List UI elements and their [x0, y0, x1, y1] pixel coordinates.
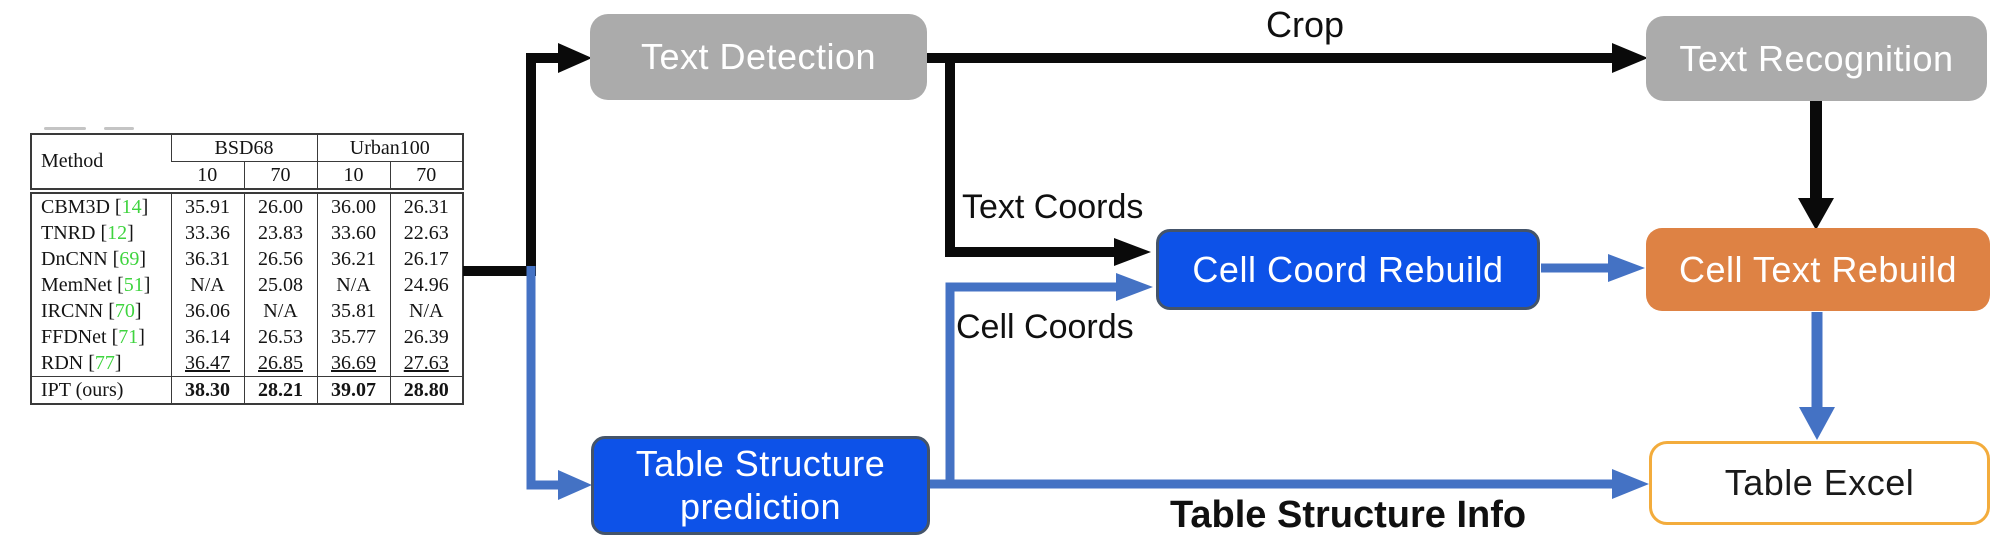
value-cell: 36.06	[170, 298, 244, 324]
value-cell: 35.81	[316, 298, 390, 324]
value-cell: 26.56	[243, 246, 317, 272]
method-cell: IRCNN [70]	[41, 299, 142, 322]
citation-ref: 69	[119, 247, 140, 270]
method-cell: FFDNet [71]	[41, 325, 145, 348]
value-cell: 36.21	[316, 246, 390, 272]
citation-ref: 70	[114, 299, 135, 322]
value-cell: 28.80	[389, 376, 463, 404]
value-cell: 26.39	[389, 324, 463, 350]
value-cell: 26.17	[389, 246, 463, 272]
arrow-table-to-structure-prediction	[526, 266, 592, 500]
method-cell: DnCNN [69]	[41, 247, 147, 270]
value-cell: N/A	[243, 298, 317, 324]
text-coords-edge-label: Text Coords	[962, 188, 1144, 226]
method-cell: TNRD [12]	[41, 221, 134, 244]
cell-coord-rebuild-label: Cell Coord Rebuild	[1192, 248, 1504, 290]
arrow-cell-coord-to-cell-text	[1541, 254, 1645, 282]
arrow-cell-text-to-table-excel	[1799, 312, 1835, 440]
value-cell: 26.53	[243, 324, 317, 350]
method-cell: RDN [77]	[41, 351, 122, 374]
table-header-row: Method BSD68 Urban100	[31, 134, 463, 194]
value-cell: 36.31	[170, 246, 244, 272]
crop-artifact	[44, 127, 86, 130]
arrow-crop	[925, 43, 1648, 73]
value-cell: 39.07	[316, 376, 390, 404]
value-cell: N/A	[389, 298, 463, 324]
citation-ref: 14	[121, 195, 142, 218]
table-subheader-row: 10 70 10 70	[31, 161, 463, 194]
table-excel-label: Table Excel	[1724, 462, 1915, 503]
citation-ref: 71	[118, 325, 139, 348]
value-cell: N/A	[170, 272, 244, 298]
text-recognition-label: Text Recognition	[1679, 37, 1954, 79]
arrow-text-coords	[945, 58, 1151, 266]
column-header-method: Method	[31, 134, 171, 194]
method-cell: MemNet [51]	[41, 273, 151, 296]
method-cell: CBM3D [14]	[41, 195, 149, 218]
value-cell: 25.08	[243, 272, 317, 298]
value-cell: 27.63	[389, 350, 463, 377]
value-cell: 33.60	[316, 220, 390, 246]
value-cell: 26.85	[243, 350, 317, 377]
citation-ref: 51	[123, 273, 144, 296]
cell-coords-edge-label: Cell Coords	[956, 308, 1134, 346]
arrow-table-to-text-detection	[463, 43, 592, 276]
value-cell: 22.63	[389, 220, 463, 246]
table-structure-prediction-box: Table Structure prediction	[591, 436, 930, 535]
arrow-text-recognition-to-cell-text-rebuild	[1798, 101, 1834, 230]
value-cell: 26.00	[243, 191, 317, 220]
table-structure-prediction-label: Table Structure prediction	[635, 443, 886, 527]
value-cell: 26.31	[389, 191, 463, 220]
value-cell: 35.91	[170, 191, 244, 220]
value-cell: 38.30	[170, 376, 244, 404]
cell-coord-rebuild-box: Cell Coord Rebuild	[1156, 229, 1540, 310]
text-recognition-box: Text Recognition	[1646, 16, 1987, 101]
crop-artifact	[104, 127, 134, 130]
column-group-urban100: Urban100	[316, 134, 463, 162]
value-cell: N/A	[316, 272, 390, 298]
subheader-urban100-10: 10	[316, 161, 390, 194]
value-cell: 36.00	[316, 191, 390, 220]
results-table: Method BSD68 Urban100 10 70 10 70 CBM3D …	[30, 133, 464, 405]
value-cell: 36.69	[316, 350, 390, 377]
text-detection-label: Text Detection	[640, 36, 877, 77]
value-cell: 35.77	[316, 324, 390, 350]
value-cell: 23.83	[243, 220, 317, 246]
method-cell: IPT (ours)	[31, 376, 171, 404]
arrow-cell-coords	[945, 273, 1153, 484]
cell-text-rebuild-label: Cell Text Rebuild	[1679, 248, 1957, 290]
text-detection-box: Text Detection	[590, 14, 927, 100]
subheader-urban100-70: 70	[389, 161, 463, 194]
table-structure-info-edge-label: Table Structure Info	[1170, 494, 1527, 536]
value-cell: 36.14	[170, 324, 244, 350]
table-excel-box: Table Excel	[1649, 441, 1990, 525]
column-group-bsd68: BSD68	[170, 134, 317, 162]
value-cell: 28.21	[243, 376, 317, 404]
subheader-bsd68-10: 10	[171, 161, 244, 194]
cell-text-rebuild-box: Cell Text Rebuild	[1646, 228, 1990, 311]
value-cell: 33.36	[170, 220, 244, 246]
value-cell: 24.96	[389, 272, 463, 298]
citation-ref: 12	[107, 221, 128, 244]
citation-ref: 77	[94, 351, 115, 374]
value-cell: 36.47	[170, 350, 244, 377]
crop-edge-label: Crop	[1265, 4, 1345, 45]
subheader-bsd68-70: 70	[243, 161, 317, 194]
